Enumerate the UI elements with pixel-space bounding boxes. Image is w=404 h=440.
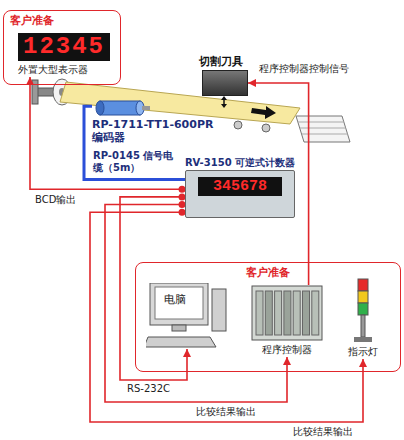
- paper-roll: [32, 80, 38, 104]
- computer-icon: [146, 283, 228, 349]
- display-digits: 12345: [18, 33, 110, 61]
- signal-label: RS-232C: [126, 383, 171, 394]
- counter-digits: 345678: [198, 177, 282, 196]
- cut-sheet-stack: [296, 116, 350, 142]
- cutter-blade: 切割刀具: [202, 70, 248, 96]
- signal-label: 比较结果输出: [292, 425, 354, 439]
- part-label: RP-1711-TT1-600PR 编码器: [92, 118, 214, 144]
- cut-sheet-stack: [296, 116, 350, 142]
- signal-label: BCD输出: [34, 193, 77, 207]
- encoder: RP-1711-TT1-600PR 编码器: [92, 98, 214, 144]
- paper-band: [60, 82, 300, 124]
- feed-arrow: [251, 106, 276, 119]
- conveyor-rollers: [262, 124, 270, 132]
- part-label: 指示灯: [348, 345, 378, 359]
- signal-label: RP-0145 信号电缆（5m）: [92, 150, 178, 174]
- conveyor-rollers: [234, 121, 242, 129]
- external-display: 12345 外置大型表示器: [18, 29, 110, 77]
- cutter-motion-arrow: [221, 96, 227, 100]
- region-heading: 客户准备: [246, 265, 290, 280]
- customer-region: 12345 外置大型表示器 客户准备: [3, 10, 121, 85]
- part-label: 电脑: [164, 292, 186, 307]
- part-label: RV-3150 可逆式计数器: [185, 156, 295, 170]
- region-heading: 客户准备: [10, 13, 54, 28]
- signal-tower: 指示灯: [348, 277, 378, 359]
- reversible-counter: RV-3150 可逆式计数器345678: [185, 170, 295, 218]
- display-label: 外置大型表示器: [18, 63, 110, 77]
- signal-wire: [105, 205, 287, 402]
- part-label: 程序控制器: [251, 343, 323, 357]
- cut-sheet-stack: [298, 122, 344, 123]
- cut-sheet-stack: [300, 128, 346, 129]
- tower-lamp: [348, 277, 378, 343]
- plc-rack: [251, 285, 323, 341]
- encoder-body: [92, 98, 150, 118]
- computer: 电脑: [146, 283, 228, 349]
- customer-region: 电脑程序控制器 指示灯 客户准备: [135, 262, 401, 372]
- paper-band: [60, 82, 300, 124]
- signal-wire: [90, 212, 363, 422]
- cutter-motion-arrow: [221, 96, 227, 108]
- part-label: 切割刀具: [199, 54, 243, 69]
- feed-arrow: [251, 106, 276, 119]
- conveyor-rollers: [234, 121, 270, 132]
- signal-label: 比较结果输出: [195, 405, 257, 419]
- signal-label: 程序控制器控制信号: [258, 62, 350, 76]
- cutter-motion-arrow: [221, 104, 227, 108]
- plc-controller: 程序控制器: [251, 285, 323, 357]
